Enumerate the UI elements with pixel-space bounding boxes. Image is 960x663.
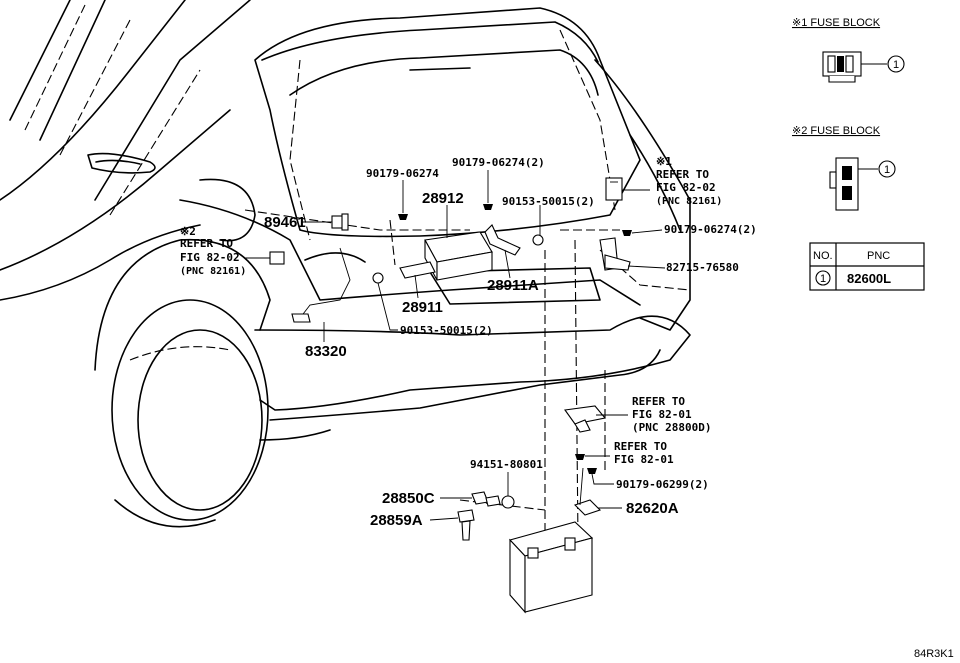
label-82620a: 82620A <box>626 500 679 517</box>
sensor-89461 <box>331 213 349 231</box>
harness-83320 <box>291 247 366 323</box>
hidden-lines <box>24 4 691 541</box>
table-header-no: NO. <box>813 250 833 262</box>
fuse-block-1: ※1 FUSE BLOCK 1 <box>792 17 905 83</box>
pnc-table: NO. PNC 1 82600L <box>809 242 925 291</box>
label-28912: 28912 <box>422 190 464 207</box>
vehicle-outline <box>0 0 691 528</box>
ref3-line3: (PNC 28800D) <box>632 421 711 434</box>
battery <box>508 521 594 614</box>
ref1-mark: ※1 <box>656 155 672 168</box>
ref2-line2: FIG 82-02 <box>180 251 240 264</box>
table-header-pnc: PNC <box>867 250 890 262</box>
label-90179-06274-2a: 90179-06274(2) <box>452 156 545 169</box>
ref1-line1: REFER TO <box>656 168 709 181</box>
bracket-82715 <box>599 237 631 271</box>
ref1-line2: FIG 82-02 <box>656 181 716 194</box>
ref-note-3: REFER TO FIG 82-01 (PNC 28800D) <box>632 395 711 434</box>
label-28911a: 28911A <box>487 277 539 294</box>
label-82715-76580: 82715-76580 <box>666 261 739 274</box>
leader-lines <box>245 170 666 521</box>
connector-left <box>269 251 285 265</box>
label-90153-50015-2a: 90153-50015(2) <box>502 195 595 208</box>
label-89461: 89461 <box>264 214 306 231</box>
figure-code: 84R3K1 <box>914 648 954 660</box>
label-28859a: 28859A <box>370 512 423 529</box>
table-row-no: 1 <box>820 273 826 285</box>
label-94151-80801: 94151-80801 <box>470 458 543 471</box>
connector-ref1 <box>605 177 623 201</box>
label-83320: 83320 <box>305 343 347 360</box>
ref1-line3: (PNC 82161) <box>656 196 722 207</box>
label-90153-50015-2b: 90153-50015(2) <box>400 324 493 337</box>
bracket-28911a <box>484 224 521 256</box>
label-28911: 28911 <box>402 299 443 316</box>
part-28800d <box>564 405 607 433</box>
ref3-line1: REFER TO <box>632 395 685 408</box>
bracket-82620a <box>573 467 602 516</box>
ref2-line1: REFER TO <box>180 237 233 250</box>
ref4-line2: FIG 82-01 <box>614 453 674 466</box>
fuse-block-2-title: ※2 FUSE BLOCK <box>792 125 881 137</box>
fuse-block-1-title: ※1 FUSE BLOCK <box>792 17 881 29</box>
ref4-line1: REFER TO <box>614 440 667 453</box>
fasteners <box>372 204 632 509</box>
ref-note-2: ※2 REFER TO FIG 82-02 (PNC 82161) <box>180 225 246 277</box>
label-90179-06299-2: 90179-06299(2) <box>616 478 709 491</box>
label-90179-06274: 90179-06274 <box>366 167 439 180</box>
table-row-pnc: 82600L <box>847 271 891 286</box>
ref2-line3: (PNC 82161) <box>180 266 246 277</box>
ecu-28912 <box>424 231 493 281</box>
fuse-block-1-marker: 1 <box>893 59 899 71</box>
terminals <box>457 491 501 541</box>
ref3-line2: FIG 82-01 <box>632 408 692 421</box>
label-28850c: 28850C <box>382 490 435 507</box>
ref-note-4: REFER TO FIG 82-01 <box>614 440 674 466</box>
fuse-block-2: ※2 FUSE BLOCK 1 <box>792 125 896 211</box>
ref2-mark: ※2 <box>180 225 196 238</box>
bracket-28911 <box>399 261 436 279</box>
fuse-block-2-marker: 1 <box>884 164 890 176</box>
label-90179-06274-2b: 90179-06274(2) <box>664 223 757 236</box>
ref-note-1: ※1 REFER TO FIG 82-02 (PNC 82161) <box>656 155 722 207</box>
